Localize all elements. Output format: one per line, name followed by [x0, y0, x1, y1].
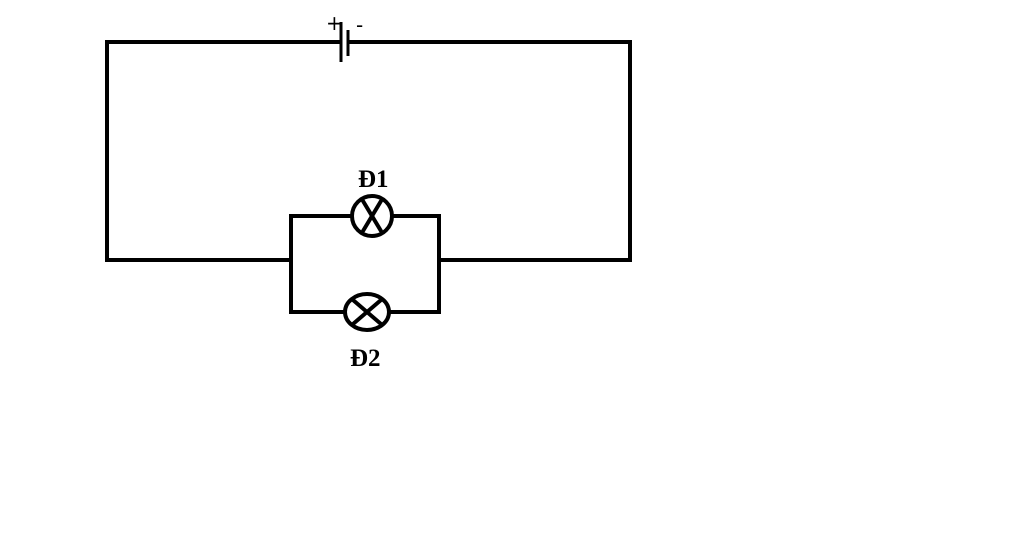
lamp-1-label: Đ1	[358, 166, 389, 193]
battery-negative-sign: -	[356, 13, 363, 37]
battery-positive-sign: +	[326, 11, 343, 35]
wire-top-left	[105, 40, 340, 262]
lamp-2-cross-b	[351, 298, 383, 326]
wire-top-right	[348, 40, 632, 262]
battery: + -	[326, 11, 363, 62]
lamp-1: Đ1	[350, 166, 394, 238]
lamp-2: Đ2	[343, 292, 391, 372]
lamp-2-label: Đ2	[350, 345, 381, 372]
lamp-1-cross-b	[361, 199, 383, 233]
